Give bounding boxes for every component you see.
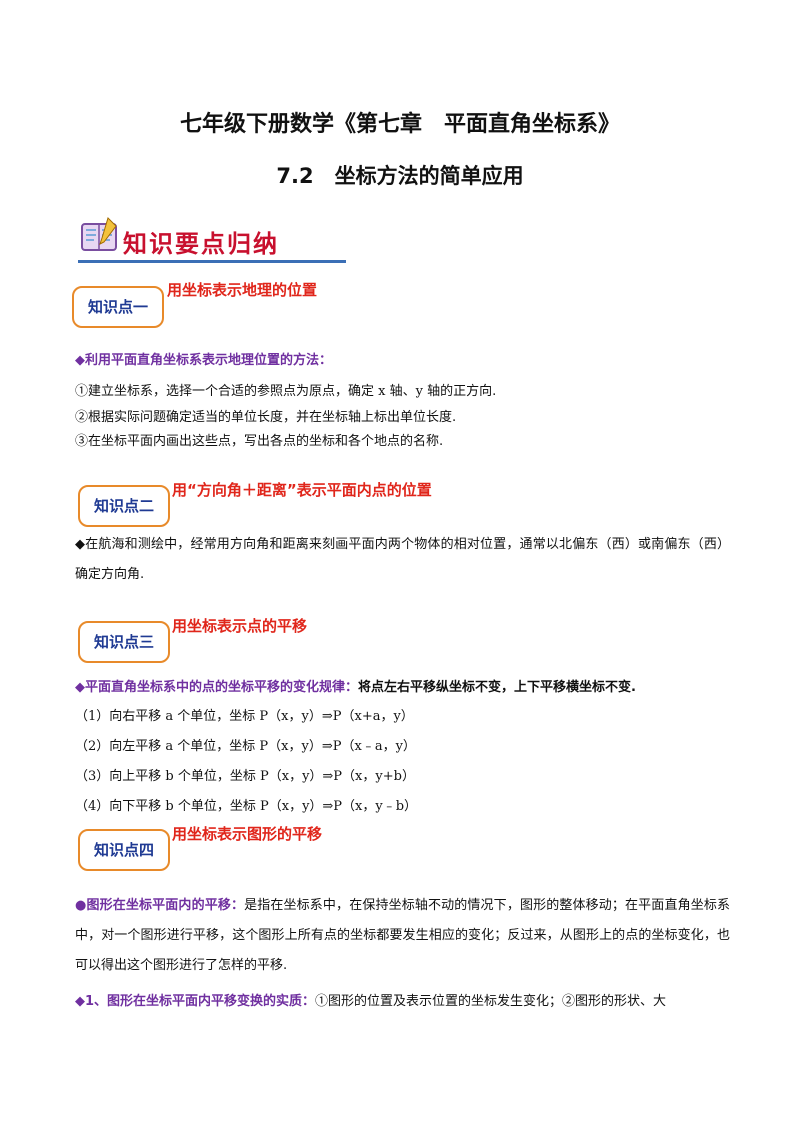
banner-label: 知识要点归纳 <box>123 229 279 258</box>
document-subtitle: 7.2 坐标方法的简单应用 <box>276 164 524 188</box>
section-3-line-3: （3）向上平移 b 个单位，坐标 P（x，y）⇒P（x，y+b） <box>75 769 415 784</box>
section-3-heading: ◆平面直角坐标系中的点的坐标平移的变化规律： <box>75 680 358 695</box>
section-4-paragraph-block: ●图形在坐标平面内的平移：是指在坐标系中，在保持坐标轴不动的情况下，图形的整体移… <box>75 891 730 981</box>
section-3-badge: 知识点三 <box>78 621 170 663</box>
section-4-badge: 知识点四 <box>78 829 170 871</box>
document-title: 七年级下册数学《第七章 平面直角坐标系》 <box>179 112 620 137</box>
section-1-line-3: ③在坐标平面内画出这些点，写出各点的坐标和各个地点的名称. <box>75 434 444 449</box>
section-1-line-1: ①建立坐标系，选择一个合适的参照点为原点，确定 x 轴、y 轴的正方向. <box>75 384 497 399</box>
section-4-sub-row: ◆1、图形在坐标平面内平移变换的实质：①图形的位置及表示位置的坐标发生变化；②图… <box>75 990 666 1009</box>
section-4-title: 用坐标表示图形的平移 <box>172 825 323 843</box>
section-3-heading-row: ◆平面直角坐标系中的点的坐标平移的变化规律：将点左右平移纵坐标不变，上下平移横坐… <box>75 676 636 695</box>
section-3-line-4: （4）向下平移 b 个单位，坐标 P（x，y）⇒P（x，y﹣b） <box>75 799 418 814</box>
section-4-sub-heading: ◆1、图形在坐标平面内平移变换的实质： <box>75 994 316 1009</box>
section-4-paragraph: 是指在坐标系中，在保持坐标轴不动的情况下，图形的整体移动；在平面直角坐标系中，对… <box>75 898 730 973</box>
section-1-badge: 知识点一 <box>72 286 164 328</box>
section-1-title: 用坐标表示地理的位置 <box>167 281 318 299</box>
section-2-title: 用“方向角＋距离”表示平面内点的位置 <box>172 481 432 499</box>
banner-underline <box>78 260 346 263</box>
section-3-line-1: （1）向右平移 a 个单位，坐标 P（x，y）⇒P（x+a，y） <box>75 709 414 724</box>
section-2-badge: 知识点二 <box>78 485 170 527</box>
knowledge-banner: 知识要点归纳 <box>78 212 346 268</box>
section-1-line-2: ②根据实际问题确定适当的单位长度，并在坐标轴上标出单位长度. <box>75 410 457 425</box>
section-3-title: 用坐标表示点的平移 <box>172 617 308 635</box>
section-4-heading: ●图形在坐标平面内的平移： <box>75 898 245 913</box>
section-3-rule: 将点左右平移纵坐标不变，上下平移横坐标不变. <box>358 680 636 695</box>
section-4-sub-text: ①图形的位置及表示位置的坐标发生变化；②图形的形状、大 <box>315 994 667 1009</box>
notebook-icon <box>81 217 117 251</box>
section-2-paragraph: ◆在航海和测绘中，经常用方向角和距离来刻画平面内两个物体的相对位置，通常以北偏东… <box>75 537 730 582</box>
section-3-line-2: （2）向左平移 a 个单位，坐标 P（x，y）⇒P（x﹣a，y） <box>75 739 416 754</box>
section-1-heading: ◆利用平面直角坐标系表示地理位置的方法： <box>75 353 332 368</box>
